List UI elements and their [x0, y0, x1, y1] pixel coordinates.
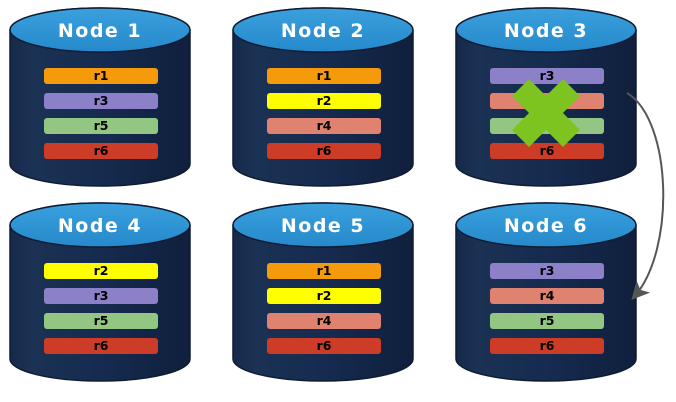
- node-5-label: Node 5: [281, 215, 365, 237]
- recovery-arrow-line: [626, 92, 665, 300]
- node-6-record-r5-bar: [490, 313, 604, 329]
- node-1-record-r1-bar: [44, 68, 158, 84]
- node-2[interactable]: Node 2 r1 r2 r4 r6: [232, 7, 414, 187]
- node-4-record-r3-label: r3: [94, 288, 109, 303]
- node-6-record-r3-bar: [490, 263, 604, 279]
- node-2-record-r2[interactable]: r2: [267, 93, 381, 109]
- node-2-record-r6-label: r6: [317, 143, 332, 158]
- node-1-record-r6-label: r6: [94, 143, 109, 158]
- node-1-record-r3-label: r3: [94, 93, 109, 108]
- node-1-record-r5-label: r5: [94, 118, 109, 133]
- node-2-record-r1-label: r1: [317, 68, 332, 83]
- node-4-record-r5-label: r5: [94, 313, 109, 328]
- node-6-record-r3-label: r3: [540, 263, 555, 278]
- node-4-record-r2[interactable]: r2: [44, 263, 158, 279]
- node-1-record-r5-bar: [44, 118, 158, 134]
- annotations-layer: [626, 92, 665, 300]
- x-mark: [512, 79, 580, 147]
- node-5-record-r1[interactable]: r1: [267, 263, 381, 279]
- node-6-record-r6-label: r6: [540, 338, 555, 353]
- recovery-arrow: [626, 92, 665, 300]
- node-4-record-r6-label: r6: [94, 338, 109, 353]
- node-5[interactable]: Node 5 r1 r2 r4 r6: [232, 202, 414, 382]
- node-6-record-r5[interactable]: r5: [490, 313, 604, 329]
- node-2-record-r6[interactable]: r6: [267, 143, 381, 159]
- node-2-record-r4-bar: [267, 118, 381, 134]
- node-3-record-r6-bar: [490, 143, 604, 159]
- node-6-record-r4-bar: [490, 288, 604, 304]
- node-1-record-r1-label: r1: [94, 68, 109, 83]
- node-2-cylinder-top: [232, 7, 414, 53]
- node-5-record-r4[interactable]: r4: [267, 313, 381, 329]
- node-3-cylinder-top: [455, 7, 637, 53]
- node-1-record-r1[interactable]: r1: [44, 68, 158, 84]
- node-3-record-r3-label: r3: [540, 68, 555, 83]
- node-6-cylinder-top: [455, 202, 637, 248]
- node-5-record-r2-label: r2: [317, 288, 332, 303]
- node-4-cylinder-top: [9, 202, 191, 248]
- node-4-record-r5-bar: [44, 313, 158, 329]
- node-4-record-r3-bar: [44, 288, 158, 304]
- node-2-label: Node 2: [281, 20, 365, 42]
- node-6-record-r6[interactable]: r6: [490, 338, 604, 354]
- node-2-record-r4[interactable]: r4: [267, 118, 381, 134]
- node-5-cylinder-top: [232, 202, 414, 248]
- node-6-record-r4[interactable]: r4: [490, 288, 604, 304]
- node-4-label: Node 4: [58, 215, 142, 237]
- node-4-record-r3[interactable]: r3: [44, 288, 158, 304]
- node-2-record-r4-label: r4: [317, 118, 332, 133]
- node-5-record-r2-bar: [267, 288, 381, 304]
- node-5-record-r6-label: r6: [317, 338, 332, 353]
- node-6-record-r4-label: r4: [540, 288, 555, 303]
- node-5-record-r6[interactable]: r6: [267, 338, 381, 354]
- node-2-record-r6-bar: [267, 143, 381, 159]
- node-1-record-r3-bar: [44, 93, 158, 109]
- node-3-record-r3[interactable]: r3: [490, 68, 604, 84]
- node-2-record-r2-bar: [267, 93, 381, 109]
- node-4-record-r2-bar: [44, 263, 158, 279]
- node-1-label: Node 1: [58, 20, 142, 42]
- node-6-record-r6-bar: [490, 338, 604, 354]
- node-3-record-r6-label: r6: [540, 143, 555, 158]
- node-1-record-r6[interactable]: r6: [44, 143, 158, 159]
- node-5-record-r6-bar: [267, 338, 381, 354]
- node-4[interactable]: Node 4 r2 r3 r5 r6: [9, 202, 191, 382]
- node-1-cylinder-top: [9, 7, 191, 53]
- node-6-record-r5-label: r5: [540, 313, 555, 328]
- node-4-record-r2-label: r2: [94, 263, 109, 278]
- node-1[interactable]: Node 1 r1 r3 r5 r6: [9, 7, 191, 187]
- node-5-record-r1-bar: [267, 263, 381, 279]
- node-2-record-r1-bar: [267, 68, 381, 84]
- node-4-record-r6-bar: [44, 338, 158, 354]
- node-5-record-r4-bar: [267, 313, 381, 329]
- node-5-record-r2[interactable]: r2: [267, 288, 381, 304]
- node-2-record-r1[interactable]: r1: [267, 68, 381, 84]
- node-4-record-r5[interactable]: r5: [44, 313, 158, 329]
- node-6-record-r3[interactable]: r3: [490, 263, 604, 279]
- node-2-record-r2-label: r2: [317, 93, 332, 108]
- node-1-record-r3[interactable]: r3: [44, 93, 158, 109]
- nodes-layer: Node 1 r1 r3 r5 r6 Node 2 r1 r2 r4 r6 Node 3 r3 r4 r5…: [9, 7, 637, 382]
- node-3-record-r3-bar: [490, 68, 604, 84]
- node-1-record-r6-bar: [44, 143, 158, 159]
- node-3-record-r6[interactable]: r6: [490, 143, 604, 159]
- node-6[interactable]: Node 6 r3 r4 r5 r6: [455, 202, 637, 382]
- node-1-record-r5[interactable]: r5: [44, 118, 158, 134]
- node-4-record-r6[interactable]: r6: [44, 338, 158, 354]
- node-6-label: Node 6: [504, 215, 588, 237]
- node-5-record-r4-label: r4: [317, 313, 332, 328]
- x-mark-stroke-2: [512, 79, 580, 147]
- node-3-label: Node 3: [504, 20, 588, 42]
- node-5-record-r1-label: r1: [317, 263, 332, 278]
